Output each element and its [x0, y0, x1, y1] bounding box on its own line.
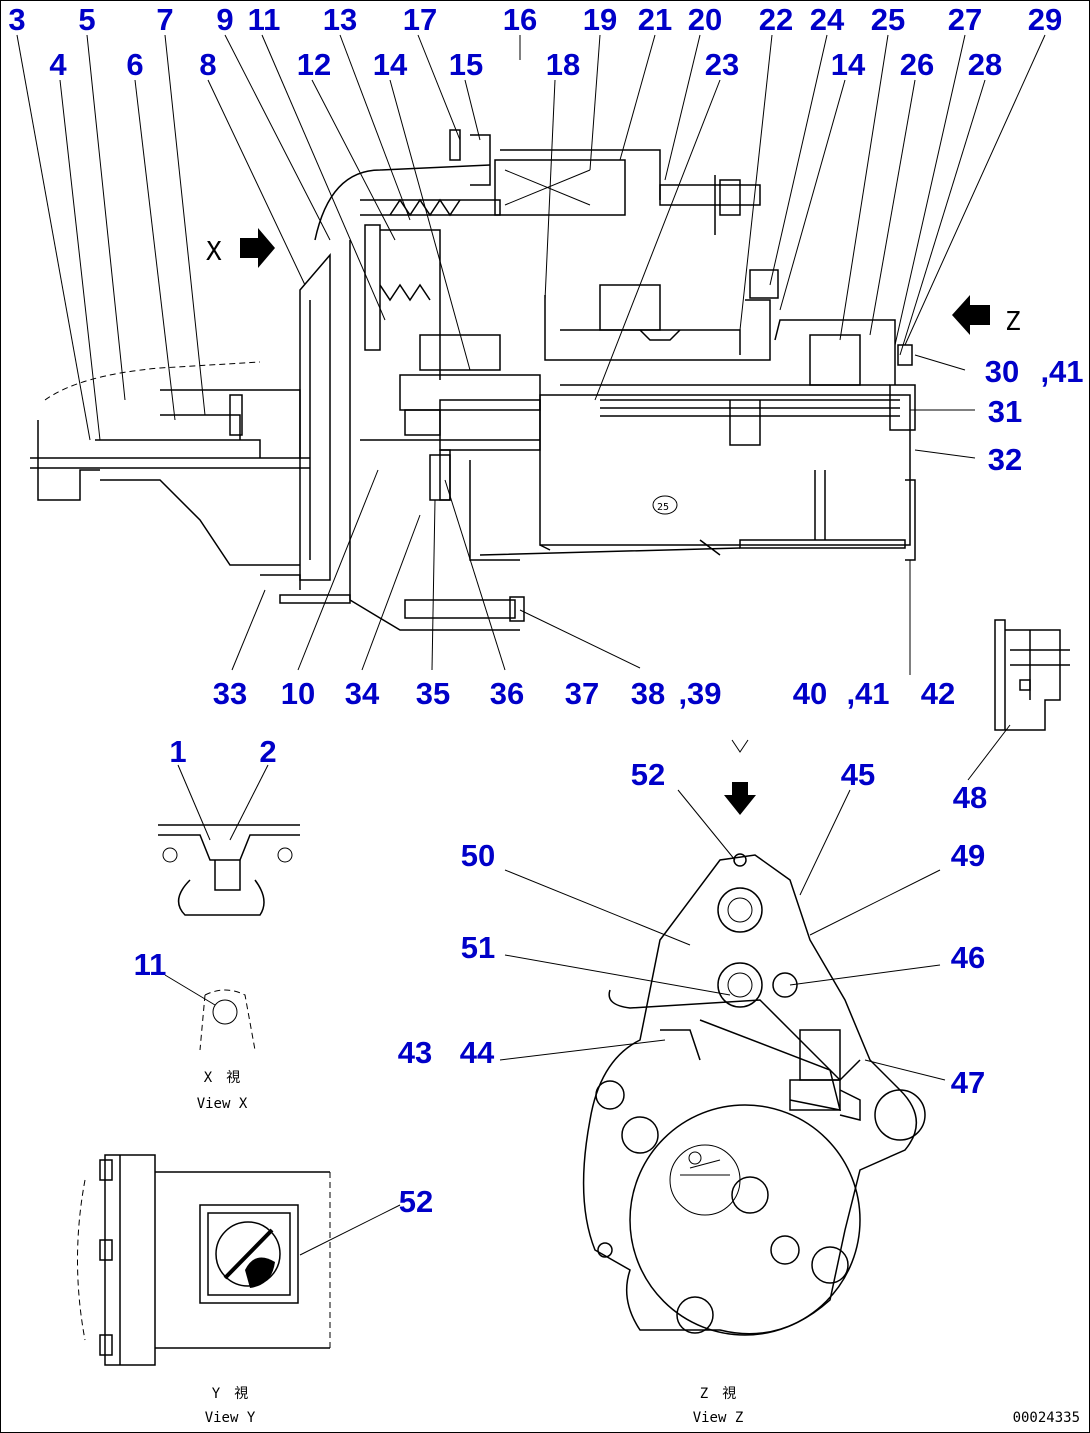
callout-number-23: 23: [705, 47, 739, 82]
callout-number-25: 25: [871, 2, 905, 37]
view-z-arrow: Z: [952, 295, 1021, 337]
main-assembly-drawing: 25: [30, 129, 916, 631]
callout-number-11: 11: [134, 947, 167, 982]
callout-number-41: ,41: [1040, 354, 1083, 389]
callouts-second-row: 4 6 8 12 14 15 18 23 14 26 28: [49, 47, 1002, 82]
leader-lines-main: [16, 34, 1046, 675]
callout-number-24: 24: [810, 2, 845, 37]
callout-number-27: 27: [948, 2, 982, 37]
callout-number-41: ,41: [846, 676, 889, 711]
callouts-right: 30 ,41 31 32: [985, 354, 1084, 477]
callouts-bottom-row: 33 10 34 35 36 37 38 ,39 40 ,41 42: [213, 676, 955, 711]
callout-number-52: 52: [399, 1184, 433, 1219]
callout-number-36: 36: [490, 676, 524, 711]
callout-number-8: 8: [199, 47, 216, 82]
callout-number-30: 30: [985, 354, 1019, 389]
view-caption: View X: [197, 1096, 248, 1112]
callout-number-40: 40: [793, 676, 827, 711]
callout-number-17: 17: [403, 2, 437, 37]
view-caption: Y 視: [212, 1386, 248, 1402]
callout-number-31: 31: [988, 394, 1022, 429]
callout-number-49: 49: [951, 838, 985, 873]
callout-number-38: 38: [631, 676, 665, 711]
callout-number-45: 45: [841, 757, 875, 792]
callout-number-50: 50: [461, 838, 495, 873]
callout-number-16: 16: [503, 2, 537, 37]
callout-number-51: 51: [461, 930, 495, 965]
callout-number-44: 44: [460, 1035, 495, 1070]
callout-number-43: 43: [398, 1035, 432, 1070]
view-caption: View Y: [205, 1410, 256, 1426]
view-y-detail: 52 Y 視 View Y: [77, 1154, 433, 1426]
view-caption: View Z: [693, 1410, 744, 1426]
callout-number-7: 7: [156, 2, 173, 37]
view-caption: Z: [1005, 307, 1021, 337]
view-caption: X 視: [204, 1070, 240, 1086]
callout-number-18: 18: [546, 47, 580, 82]
callout-number-1: 1: [169, 734, 186, 769]
callout-number-22: 22: [759, 2, 793, 37]
callout-number-9: 9: [216, 2, 233, 37]
callout-number-32: 32: [988, 442, 1022, 477]
drawing-number: 00024335: [1013, 1410, 1080, 1426]
callout-number-3: 3: [8, 2, 25, 37]
callout-number-42: 42: [921, 676, 955, 711]
callout-number-20: 20: [688, 2, 722, 37]
callout-number-39: ,39: [678, 676, 721, 711]
view-x-arrow: X: [206, 228, 275, 268]
callout-number-11: 11: [248, 2, 281, 37]
callout-number-37: 37: [565, 676, 599, 711]
callout-number-13: 13: [323, 2, 357, 37]
detail-1-2: 1 2: [158, 734, 300, 916]
callout-number-34: 34: [345, 676, 380, 711]
view-caption: 25: [657, 502, 669, 513]
callout-number-12: 12: [297, 47, 331, 82]
callout-number-35: 35: [416, 676, 450, 711]
callout-number-46: 46: [951, 940, 985, 975]
callout-number-29: 29: [1028, 2, 1062, 37]
view-caption: Z 視: [700, 1386, 736, 1402]
callout-number-21: 21: [638, 2, 672, 37]
view-x-detail: 11 X 視 View X: [134, 947, 256, 1112]
callout-number-14: 14: [831, 47, 866, 82]
detail-48-terminal: 48: [953, 619, 1070, 815]
view-z-starter: 52 45 50 49 51 46 43 44 47 Z 視 View Z: [398, 757, 985, 1426]
callout-number-15: 15: [449, 47, 483, 82]
callout-number-28: 28: [968, 47, 1002, 82]
callout-number-14: 14: [373, 47, 408, 82]
callouts-top-row: 3 5 7 9 11 13 17 16 19 21 20 22 24 25 27…: [8, 2, 1062, 37]
callout-number-26: 26: [900, 47, 934, 82]
callout-number-52: 52: [631, 757, 665, 792]
callout-number-19: 19: [583, 2, 617, 37]
callout-number-4: 4: [49, 47, 67, 82]
callout-number-5: 5: [78, 2, 95, 37]
view-caption: X: [206, 237, 222, 267]
callout-number-33: 33: [213, 676, 247, 711]
callout-number-10: 10: [281, 676, 315, 711]
view-v-arrow: [724, 739, 756, 815]
callout-number-48: 48: [953, 780, 987, 815]
callout-number-47: 47: [951, 1065, 985, 1100]
callout-number-2: 2: [259, 734, 276, 769]
callout-number-6: 6: [126, 47, 143, 82]
